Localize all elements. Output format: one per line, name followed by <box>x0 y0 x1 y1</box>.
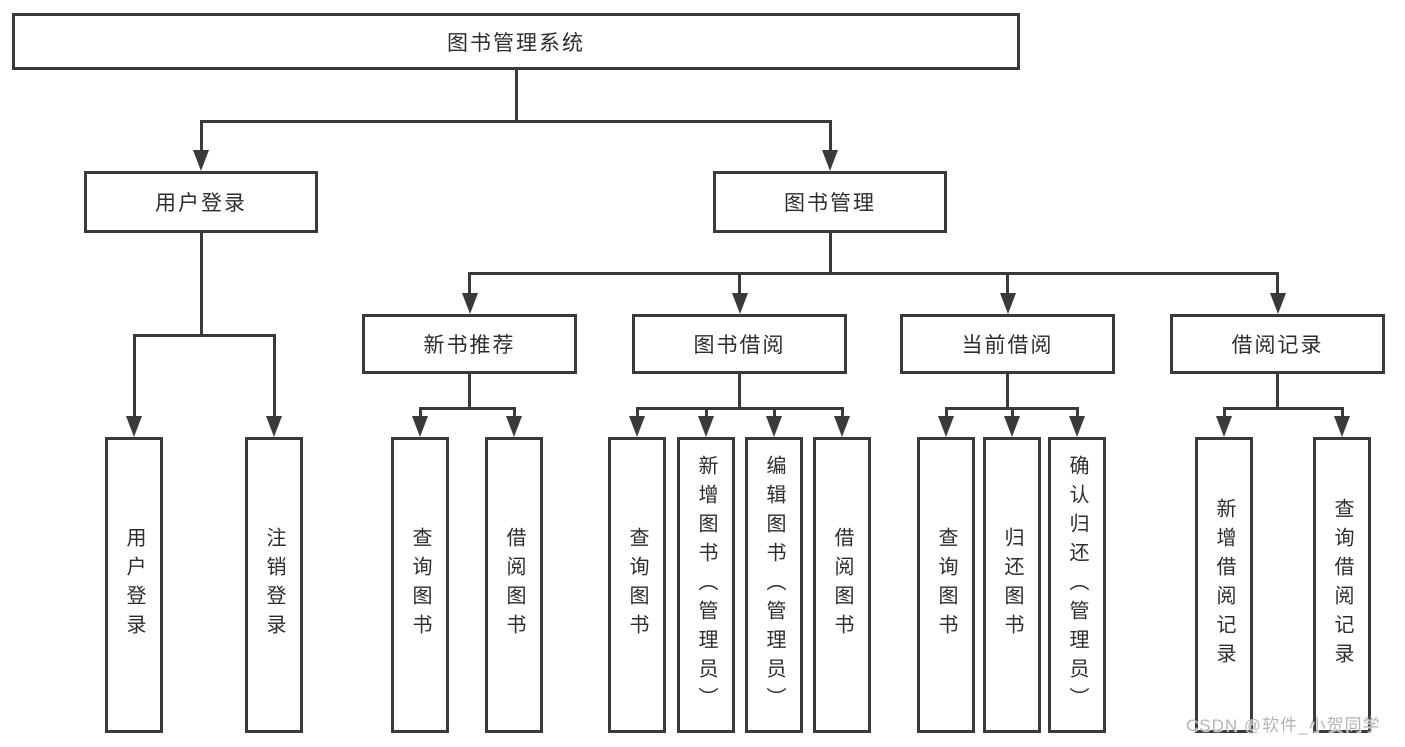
connector-drop <box>828 120 832 150</box>
node-label-records: 借阅记录 <box>1231 334 1324 357</box>
arrowhead-down-icon <box>266 416 282 437</box>
node-login: 用户登录 <box>84 171 318 233</box>
arrowhead-down-icon <box>1216 416 1232 437</box>
node-leaf-bw-add: 新增图书（管理员） <box>677 437 735 733</box>
node-label-leaf-user-login: 用户登录 <box>123 527 145 643</box>
node-label-leaf-cur-query: 查询图书 <box>935 527 957 643</box>
node-label-current: 当前借阅 <box>961 334 1054 357</box>
node-label-leaf-nb-query: 查询图书 <box>409 527 431 643</box>
connector-bus-newbook <box>418 407 516 410</box>
connector-stem-bookmgmt <box>828 233 832 275</box>
arrowhead-down-icon <box>506 416 522 437</box>
node-label-borrow: 图书借阅 <box>693 334 786 357</box>
arrowhead-down-icon <box>938 416 954 437</box>
arrowhead-down-icon <box>461 293 478 314</box>
node-label-leaf-cur-return: 归还图书 <box>1001 527 1023 643</box>
connector-bus-root <box>199 120 832 123</box>
connector-drop <box>199 120 203 150</box>
connector-drop <box>772 407 776 416</box>
node-newbook: 新书推荐 <box>362 314 577 374</box>
connector-drop <box>1222 407 1226 416</box>
connector-stem-records <box>1276 374 1279 410</box>
node-leaf-nb-borrow: 借阅图书 <box>485 437 543 733</box>
connector-drop <box>1340 407 1344 416</box>
node-label-leaf-cur-confirm: 确认归还（管理员） <box>1066 454 1088 716</box>
arrowhead-down-icon <box>629 416 645 437</box>
connector-stem-current <box>1006 374 1009 410</box>
node-label-leaf-bw-edit: 编辑图书（管理员） <box>763 454 785 716</box>
node-leaf-bw-edit: 编辑图书（管理员） <box>745 437 803 733</box>
arrowhead-down-icon <box>999 293 1016 314</box>
connector-drop <box>418 407 422 416</box>
node-leaf-cur-query: 查询图书 <box>917 437 975 733</box>
node-leaf-logout: 注销登录 <box>245 437 303 733</box>
connector-stem-root <box>514 70 518 123</box>
connector-drop <box>704 407 708 416</box>
connector-stem-newbook <box>468 374 471 410</box>
node-label-leaf-nb-borrow: 借阅图书 <box>503 527 525 643</box>
connector-bus-records <box>1222 407 1344 410</box>
node-current: 当前借阅 <box>900 314 1115 374</box>
node-leaf-nb-query: 查询图书 <box>391 437 449 733</box>
arrowhead-down-icon <box>1004 416 1020 437</box>
node-leaf-bw-query: 查询图书 <box>608 437 666 733</box>
connector-stem-borrow <box>738 374 741 410</box>
node-label-leaf-rec-add: 新增借阅记录 <box>1213 498 1235 672</box>
node-label-leaf-bw-add: 新增图书（管理员） <box>695 454 717 716</box>
connector-drop <box>468 272 471 293</box>
node-label-newbook: 新书推荐 <box>423 334 516 357</box>
node-label-bookmgmt: 图书管理 <box>784 192 876 215</box>
node-bookmgmt: 图书管理 <box>713 171 947 233</box>
connector-drop <box>1075 407 1079 416</box>
connector-drop <box>944 407 948 416</box>
arrowhead-down-icon <box>834 416 850 437</box>
node-label-leaf-logout: 注销登录 <box>263 527 285 643</box>
node-root: 图书管理系统 <box>12 13 1020 70</box>
node-label-leaf-bw-borrow: 借阅图书 <box>831 527 853 643</box>
arrowhead-down-icon <box>1334 416 1350 437</box>
connector-drop <box>635 407 639 416</box>
arrowhead-down-icon <box>193 150 209 171</box>
arrowhead-down-icon <box>822 150 838 171</box>
node-leaf-rec-add: 新增借阅记录 <box>1195 437 1253 733</box>
connector-drop <box>1276 272 1279 293</box>
node-leaf-rec-query: 查询借阅记录 <box>1313 437 1371 733</box>
node-records: 借阅记录 <box>1170 314 1385 374</box>
connector-drop <box>512 407 516 416</box>
arrowhead-down-icon <box>731 293 748 314</box>
arrowhead-down-icon <box>698 416 714 437</box>
connector-drop <box>840 407 844 416</box>
node-label-leaf-bw-query: 查询图书 <box>626 527 648 643</box>
connector-bus-login <box>132 334 276 337</box>
arrowhead-down-icon <box>1269 293 1286 314</box>
connector-bus-borrow <box>635 407 844 410</box>
connector-stem-login <box>199 233 203 337</box>
connector-drop <box>132 334 136 416</box>
arrowhead-down-icon <box>1069 416 1085 437</box>
node-label-leaf-rec-query: 查询借阅记录 <box>1331 498 1353 672</box>
node-label-login: 用户登录 <box>155 192 247 215</box>
connector-bus-bookmgmt <box>468 272 1279 275</box>
arrowhead-down-icon <box>766 416 782 437</box>
connector-drop <box>1010 407 1014 416</box>
arrowhead-down-icon <box>126 416 142 437</box>
csdn-watermark: CSDN @软件_小贺同学 <box>1186 716 1381 735</box>
arrowhead-down-icon <box>412 416 428 437</box>
node-borrow: 图书借阅 <box>632 314 847 374</box>
connector-drop <box>738 272 741 293</box>
node-leaf-bw-borrow: 借阅图书 <box>813 437 871 733</box>
connector-drop <box>272 334 276 416</box>
connector-drop <box>1006 272 1009 293</box>
node-label-root: 图书管理系统 <box>447 31 585 55</box>
node-leaf-user-login: 用户登录 <box>105 437 163 733</box>
node-leaf-cur-return: 归还图书 <box>983 437 1041 733</box>
node-leaf-cur-confirm: 确认归还（管理员） <box>1048 437 1106 733</box>
